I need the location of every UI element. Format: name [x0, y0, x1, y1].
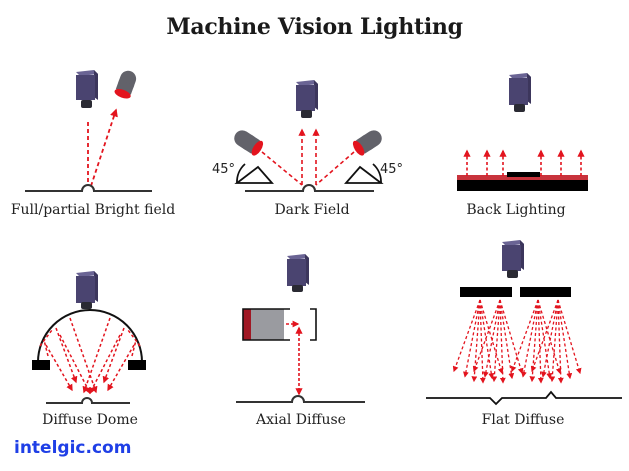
label-back-lighting: Back Lighting [466, 202, 566, 218]
ray [315, 151, 355, 186]
ray [127, 329, 141, 347]
axial-light-source [242, 308, 317, 341]
angle-label-left: 45° [212, 162, 235, 177]
label-dark-field: Dark Field [274, 202, 350, 218]
backlight-emitter [457, 175, 588, 180]
ray [557, 299, 582, 375]
ray [55, 327, 78, 384]
camera-icon [509, 73, 531, 112]
surface-line [236, 395, 365, 403]
brand-watermark[interactable]: intelgic.com [14, 438, 132, 458]
ray [499, 299, 506, 384]
ray [69, 317, 98, 394]
ray [479, 299, 504, 375]
ray [102, 327, 125, 384]
camera-icon [76, 271, 98, 309]
light-source-icon [352, 130, 382, 156]
label-diffuse-dome: Diffuse Dome [42, 412, 138, 428]
ray [463, 299, 481, 378]
backlight-rays [463, 149, 585, 176]
ray [261, 151, 303, 186]
panel-diffuse-dome [32, 271, 146, 404]
ray [452, 299, 481, 373]
label-bright-field: Full/partial Bright field [10, 202, 176, 218]
panel-axial-diffuse [236, 254, 365, 403]
panel-back-lighting [457, 73, 588, 191]
light-source-icon [234, 130, 264, 156]
camera-icon [287, 254, 309, 292]
surface-line [25, 184, 152, 192]
ray [521, 299, 539, 378]
dome-light-left [32, 360, 50, 370]
ray [43, 339, 49, 357]
flat-light-left [460, 287, 512, 297]
dome [37, 309, 143, 363]
camera-icon [76, 70, 98, 108]
ray [472, 299, 501, 373]
panel-flat-diffuse [426, 240, 622, 406]
ray [557, 299, 573, 380]
ray [59, 334, 91, 395]
flat-light-right [520, 287, 571, 297]
ray [510, 299, 539, 373]
angle-marker-left [234, 163, 274, 184]
label-axial-diffuse: Axial Diffuse [256, 412, 346, 428]
surface-line [245, 184, 374, 192]
object [507, 172, 540, 177]
ray [499, 299, 524, 375]
angle-marker-right [344, 163, 384, 184]
light-source-icon [114, 70, 137, 99]
panel-bright-field [25, 70, 152, 192]
camera-icon [296, 80, 318, 118]
ray [82, 317, 111, 394]
backlight-panel [457, 178, 588, 191]
ray [499, 299, 515, 380]
ray [90, 108, 118, 187]
flat-rays [452, 299, 582, 384]
camera-icon [502, 240, 524, 278]
ray [89, 334, 121, 395]
ray [131, 339, 137, 357]
surface-line [46, 397, 130, 404]
ray [483, 299, 501, 378]
dome-light-right [128, 360, 146, 370]
ray [557, 299, 564, 384]
ray [479, 299, 486, 384]
ray [530, 299, 559, 373]
ray [491, 299, 501, 383]
dome-rays [39, 317, 141, 395]
ray [549, 299, 559, 383]
surface-line [426, 390, 622, 406]
angle-label-right: 45° [380, 162, 403, 177]
panel-dark-field: 45° 45° [212, 80, 403, 192]
ray [537, 299, 544, 384]
ray [537, 299, 562, 375]
page-title: Machine Vision Lighting [166, 14, 463, 40]
ray [541, 299, 559, 378]
label-flat-diffuse: Flat Diffuse [481, 412, 565, 428]
ray [39, 329, 53, 347]
